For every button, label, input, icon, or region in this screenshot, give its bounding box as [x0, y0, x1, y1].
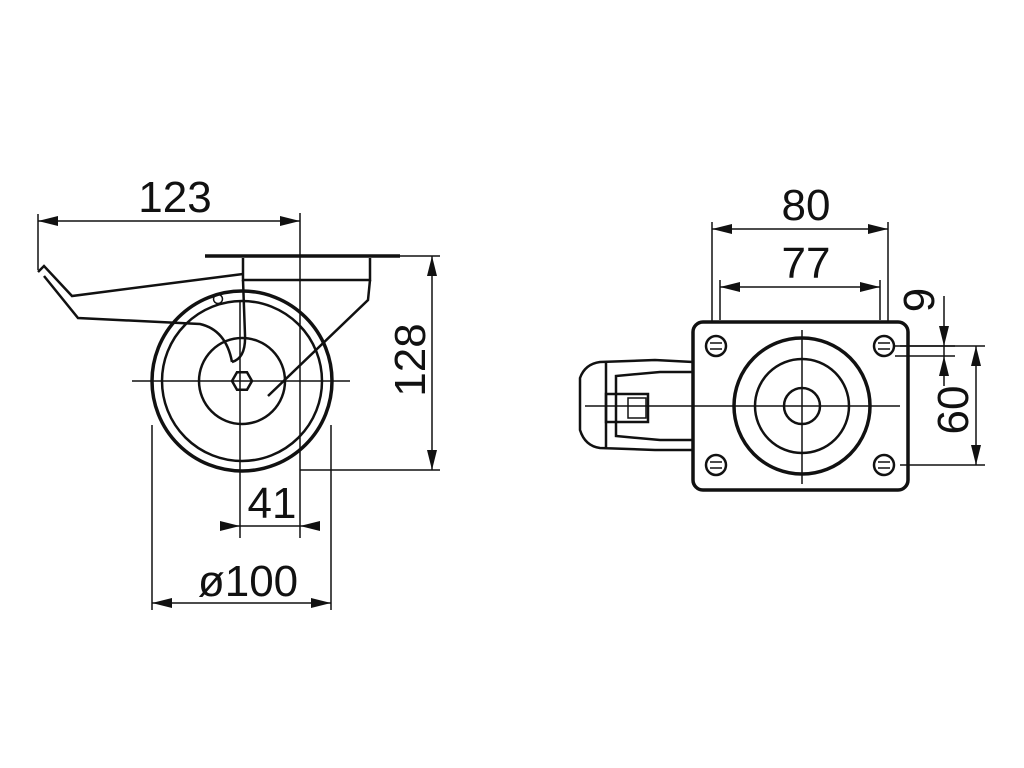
bolt-hole-bottom-right [872, 453, 896, 477]
dim-128-label: 128 [386, 323, 435, 396]
dim-123-arrow-left [38, 216, 58, 226]
bolt-hole-bottom-left [704, 453, 728, 477]
dim-60-arrow-top [971, 346, 981, 366]
brake-pedal-slot-inner [627, 397, 647, 419]
bolt-hole-top-right [872, 334, 896, 358]
dim-128-arrow-top [427, 256, 437, 276]
brake-lever [37, 264, 244, 363]
brake-housing [578, 358, 694, 452]
dim-77-arrow-right [860, 282, 880, 292]
fork-bracket [231, 279, 372, 397]
bolt-hole-top-left [704, 334, 728, 358]
swivel-block [241, 258, 372, 282]
dim-41-arrow-right [300, 521, 320, 531]
dim-9-arrow-top [939, 326, 949, 346]
dim-77-label: 77 [782, 239, 831, 288]
dim-80-label: 80 [782, 181, 831, 230]
dim-100-arrow-right [311, 598, 331, 608]
dim-100-label: ø100 [198, 557, 298, 606]
side-view: 123 128 41 ø100 [37, 173, 440, 610]
dim-77-arrow-left [720, 282, 740, 292]
dim-60-label: 60 [929, 386, 978, 435]
dim-100-arrow-left [152, 598, 172, 608]
dim-9-label: 9 [895, 288, 944, 312]
dim-9-arrow-bottom [939, 356, 949, 376]
dim-80-arrow-left [712, 224, 732, 234]
dim-41-label: 41 [248, 479, 297, 528]
top-view: 80 77 9 60 [578, 181, 985, 492]
dim-60-arrow-bottom [971, 445, 981, 465]
dim-41-arrow-left [220, 521, 240, 531]
dim-80-arrow-right [868, 224, 888, 234]
dim-128-arrow-bottom [427, 450, 437, 470]
dim-123-label: 123 [138, 173, 211, 222]
dim-123-arrow-right [280, 216, 300, 226]
brake-pedal-slot [604, 392, 650, 424]
